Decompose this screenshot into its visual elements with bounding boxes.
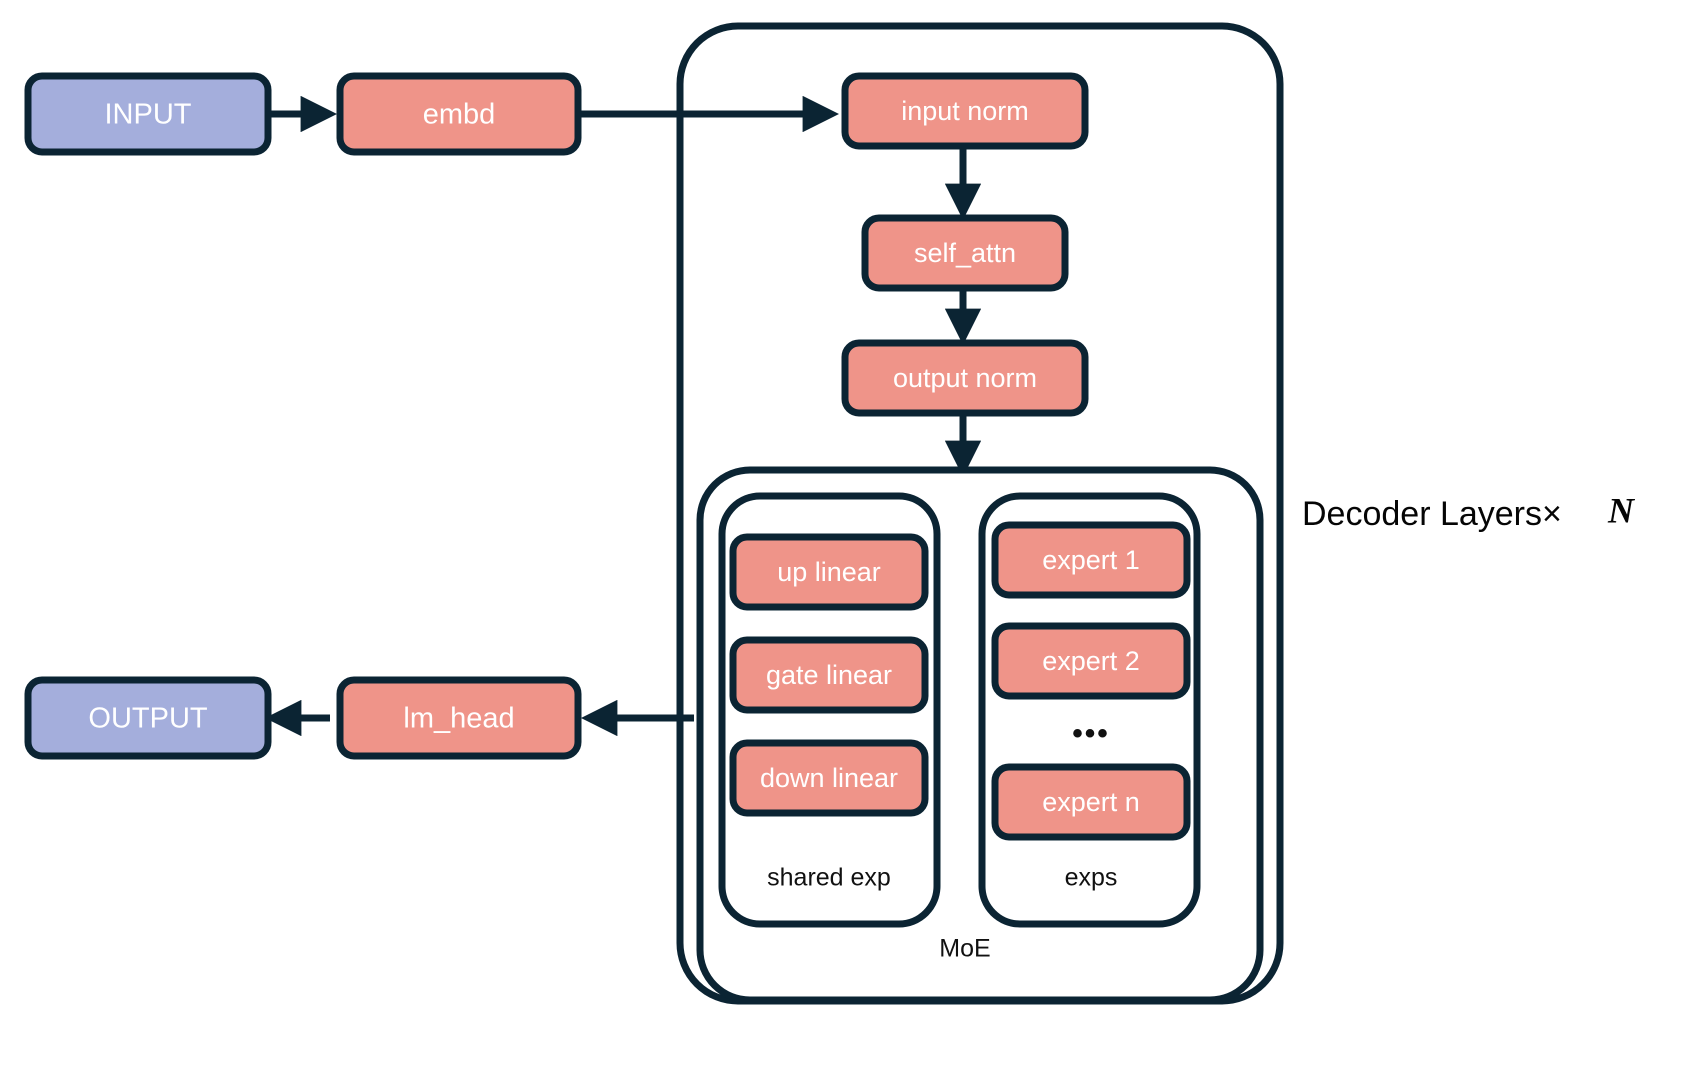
- experts-group: expert 1 expert 2 ••• expert n exps: [978, 492, 1201, 928]
- moe-label: MoE: [939, 935, 990, 963]
- node-output[interactable]: OUTPUT: [24, 676, 272, 760]
- output-node-shape[interactable]: [24, 676, 272, 760]
- connectors: [264, 95, 982, 737]
- experts-label: exps: [1065, 864, 1118, 892]
- lm-head-node-shape[interactable]: [336, 676, 582, 760]
- node-input[interactable]: INPUT: [24, 72, 272, 156]
- embd-node-shape[interactable]: [336, 72, 582, 156]
- expert-2-label: expert 2: [1042, 646, 1140, 676]
- shared-expert-group: up linear gate linear down linear shared…: [718, 492, 941, 928]
- expert-1-label: expert 1: [1042, 545, 1140, 575]
- embd-node-label: embd: [423, 99, 496, 131]
- gate-linear-label: gate linear: [766, 660, 892, 690]
- output-node-label: OUTPUT: [88, 703, 208, 735]
- experts-ellipsis: •••: [1072, 717, 1110, 750]
- output-norm-label: output norm: [893, 363, 1037, 393]
- input-node-label: INPUT: [105, 99, 192, 131]
- expert-1-shape[interactable]: [991, 521, 1191, 599]
- down-linear-label: down linear: [760, 763, 898, 793]
- lm-head-node-label: lm_head: [403, 703, 514, 735]
- decoder-layers-text: Decoder Layers×: [1302, 495, 1562, 533]
- self-attn-label: self_attn: [914, 238, 1016, 268]
- output-norm-shape[interactable]: [841, 339, 1089, 417]
- input-norm-label: input norm: [901, 96, 1029, 126]
- shared-expert-label: shared exp: [767, 864, 891, 892]
- expert-2-shape[interactable]: [991, 622, 1191, 700]
- input-node-shape[interactable]: [24, 72, 272, 156]
- node-embd[interactable]: embd: [336, 72, 582, 156]
- gate-linear-shape[interactable]: [729, 636, 929, 714]
- up-linear-label: up linear: [777, 557, 881, 587]
- node-lm-head[interactable]: lm_head: [336, 676, 582, 760]
- decoder-layers-multiplier: N: [1607, 490, 1636, 530]
- decoder-layers-annotation: Decoder Layers× N: [1302, 490, 1636, 533]
- expert-n-label: expert n: [1042, 787, 1140, 817]
- up-linear-shape[interactable]: [729, 533, 929, 611]
- input-norm-shape[interactable]: [841, 72, 1089, 150]
- node-input-norm[interactable]: input norm: [841, 72, 1089, 150]
- node-self-attn[interactable]: self_attn: [861, 214, 1069, 292]
- expert-n-shape[interactable]: [991, 763, 1191, 841]
- self-attn-shape[interactable]: [861, 214, 1069, 292]
- down-linear-shape[interactable]: [729, 739, 929, 817]
- node-output-norm[interactable]: output norm: [841, 339, 1089, 417]
